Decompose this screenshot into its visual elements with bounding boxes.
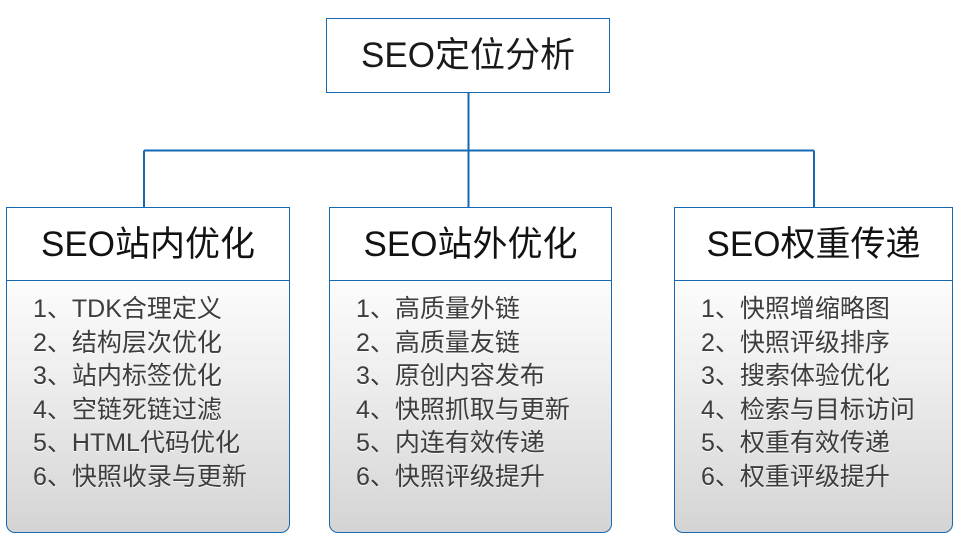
list-item: 1、高质量外链	[356, 295, 520, 323]
list-item: 6、快照评级提升	[356, 462, 545, 491]
list-item: 2、高质量友链	[356, 328, 520, 357]
branch-off-site[interactable]: SEO站外优化 1、高质量外链 2、高质量友链 3、原创内容发布 4、快照抓取与…	[329, 207, 612, 533]
branch-title-weight-transfer: SEO权重传递	[706, 224, 921, 264]
root-node[interactable]: SEO定位分析	[326, 18, 610, 93]
list-item: 3、搜索体验优化	[701, 362, 890, 390]
item-list-off-site: 1、高质量外链 2、高质量友链 3、原创内容发布 4、快照抓取与更新 5、内连有…	[330, 293, 611, 494]
list-item: 4、空链死链过滤	[33, 395, 222, 424]
list-item: 5、权重有效传递	[701, 429, 890, 457]
list-item: 4、检索与目标访问	[701, 395, 915, 424]
item-list-weight-transfer: 1、快照增缩略图 2、快照评级排序 3、搜索体验优化 4、检索与目标访问 5、权…	[675, 293, 952, 494]
list-item: 3、原创内容发布	[356, 362, 545, 390]
list-item: 5、内连有效传递	[356, 429, 545, 457]
list-item: 6、快照收录与更新	[33, 462, 247, 491]
branch-on-site[interactable]: SEO站内优化 1、TDK合理定义 2、结构层次优化 3、站内标签优化 4、空链…	[6, 207, 290, 533]
list-item: 2、结构层次优化	[33, 328, 222, 357]
branch-title-on-site: SEO站内优化	[41, 224, 255, 264]
branch-header-on-site[interactable]: SEO站内优化	[6, 207, 290, 281]
branch-body-off-site: 1、高质量外链 2、高质量友链 3、原创内容发布 4、快照抓取与更新 5、内连有…	[329, 281, 612, 533]
list-item: 5、HTML代码优化	[33, 429, 240, 457]
list-item: 6、权重评级提升	[701, 462, 890, 491]
list-item: 1、TDK合理定义	[33, 295, 222, 323]
branch-body-on-site: 1、TDK合理定义 2、结构层次优化 3、站内标签优化 4、空链死链过滤 5、H…	[6, 281, 290, 533]
branch-body-weight-transfer: 1、快照增缩略图 2、快照评级排序 3、搜索体验优化 4、检索与目标访问 5、权…	[674, 281, 953, 533]
root-node-label: SEO定位分析	[361, 36, 575, 75]
list-item: 3、站内标签优化	[33, 362, 222, 390]
branch-header-weight-transfer[interactable]: SEO权重传递	[674, 207, 953, 281]
branch-weight-transfer[interactable]: SEO权重传递 1、快照增缩略图 2、快照评级排序 3、搜索体验优化 4、检索与…	[674, 207, 953, 533]
branch-header-off-site[interactable]: SEO站外优化	[329, 207, 612, 281]
list-item: 4、快照抓取与更新	[356, 395, 570, 424]
list-item: 1、快照增缩略图	[701, 295, 890, 323]
list-item: 2、快照评级排序	[701, 328, 890, 357]
branch-title-off-site: SEO站外优化	[363, 224, 578, 264]
item-list-on-site: 1、TDK合理定义 2、结构层次优化 3、站内标签优化 4、空链死链过滤 5、H…	[7, 293, 289, 494]
